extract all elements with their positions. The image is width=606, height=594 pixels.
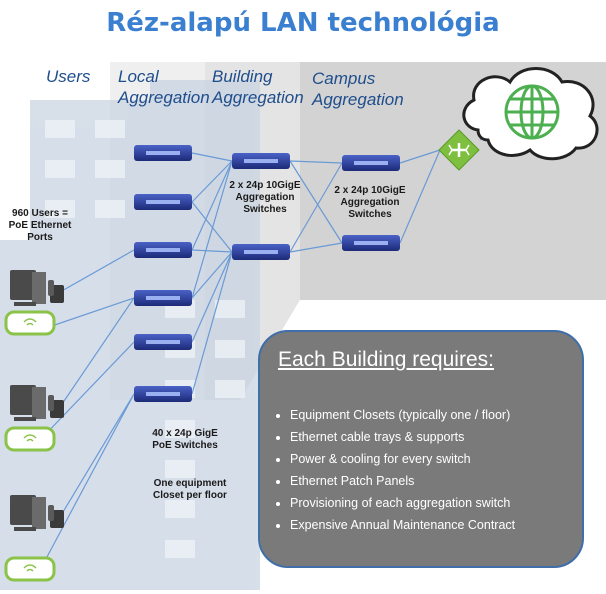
user-group-1 <box>4 270 64 336</box>
list-item: Expensive Annual Maintenance Contract <box>290 514 590 536</box>
user-group-3 <box>4 495 64 582</box>
column-header-users: Users <box>46 67 91 86</box>
desktop-pc-icon <box>10 385 46 421</box>
desktop-pc-icon <box>10 495 46 531</box>
page-title: Réz-alapú LAN technológia <box>106 8 500 38</box>
connection-lines <box>39 119 501 571</box>
switch-icon <box>232 153 290 169</box>
switch-icon <box>134 194 192 210</box>
switch-icon <box>134 386 192 402</box>
wifi-access-point-icon <box>4 310 56 336</box>
ip-phone-icon <box>48 505 64 528</box>
list-item: Power & cooling for every switch <box>290 448 590 470</box>
local-switches <box>134 145 192 402</box>
switch-icon <box>134 334 192 350</box>
switch-icon <box>342 235 400 251</box>
ip-phone-icon <box>48 280 64 303</box>
list-item: Ethernet cable trays & supports <box>290 426 590 448</box>
ip-phone-icon <box>48 395 64 418</box>
globe-icon <box>504 84 560 140</box>
switch-icon <box>134 242 192 258</box>
desktop-pc-icon <box>10 270 46 306</box>
requirements-list: Equipment Closets (typically one / floor… <box>274 404 590 536</box>
user-group-2 <box>4 385 64 452</box>
campus-switches <box>342 155 400 251</box>
list-item: Provisioning of each aggregation switch <box>290 492 590 514</box>
wifi-access-point-icon <box>4 556 56 582</box>
internet-cloud-icon <box>462 67 599 161</box>
wifi-access-point-icon <box>4 426 56 452</box>
router-icon <box>438 129 480 171</box>
building-switches <box>232 153 290 260</box>
requirements-title: Each Building requires: <box>278 348 494 371</box>
requirements-box: Each Building requires: Equipment Closet… <box>258 330 584 568</box>
switch-icon <box>134 290 192 306</box>
list-item: Equipment Closets (typically one / floor… <box>290 404 590 426</box>
switch-icon <box>232 244 290 260</box>
list-item: Ethernet Patch Panels <box>290 470 590 492</box>
switch-icon <box>342 155 400 171</box>
switch-icon <box>134 145 192 161</box>
